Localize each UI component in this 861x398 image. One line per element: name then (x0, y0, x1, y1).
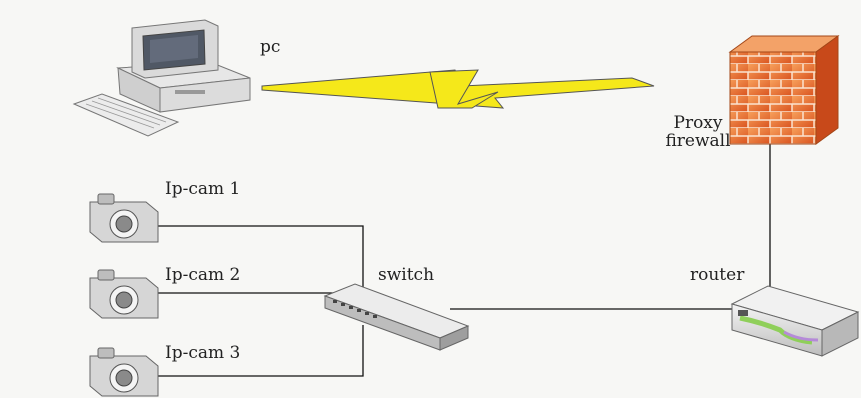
switch-icon (325, 284, 468, 350)
camera-icon-2 (90, 270, 158, 318)
cam1-label: Ip-cam 1 (165, 180, 240, 198)
firewall-label-line1: Proxy (648, 114, 748, 132)
camera-icon-1 (90, 194, 158, 242)
computer-icon (74, 20, 250, 136)
lightning-icon (262, 70, 654, 108)
router-label: router (690, 266, 744, 284)
cam2-label: Ip-cam 2 (165, 266, 240, 284)
cam3-label: Ip-cam 3 (165, 344, 240, 362)
camera-icon-3 (90, 348, 158, 396)
firewall-label: Proxy firewall (648, 114, 748, 150)
router-icon (732, 286, 858, 356)
pc-label: pc (260, 38, 280, 56)
firewall-label-line2: firewall (648, 132, 748, 150)
switch-label: switch (378, 266, 434, 284)
link-lines (158, 140, 770, 376)
